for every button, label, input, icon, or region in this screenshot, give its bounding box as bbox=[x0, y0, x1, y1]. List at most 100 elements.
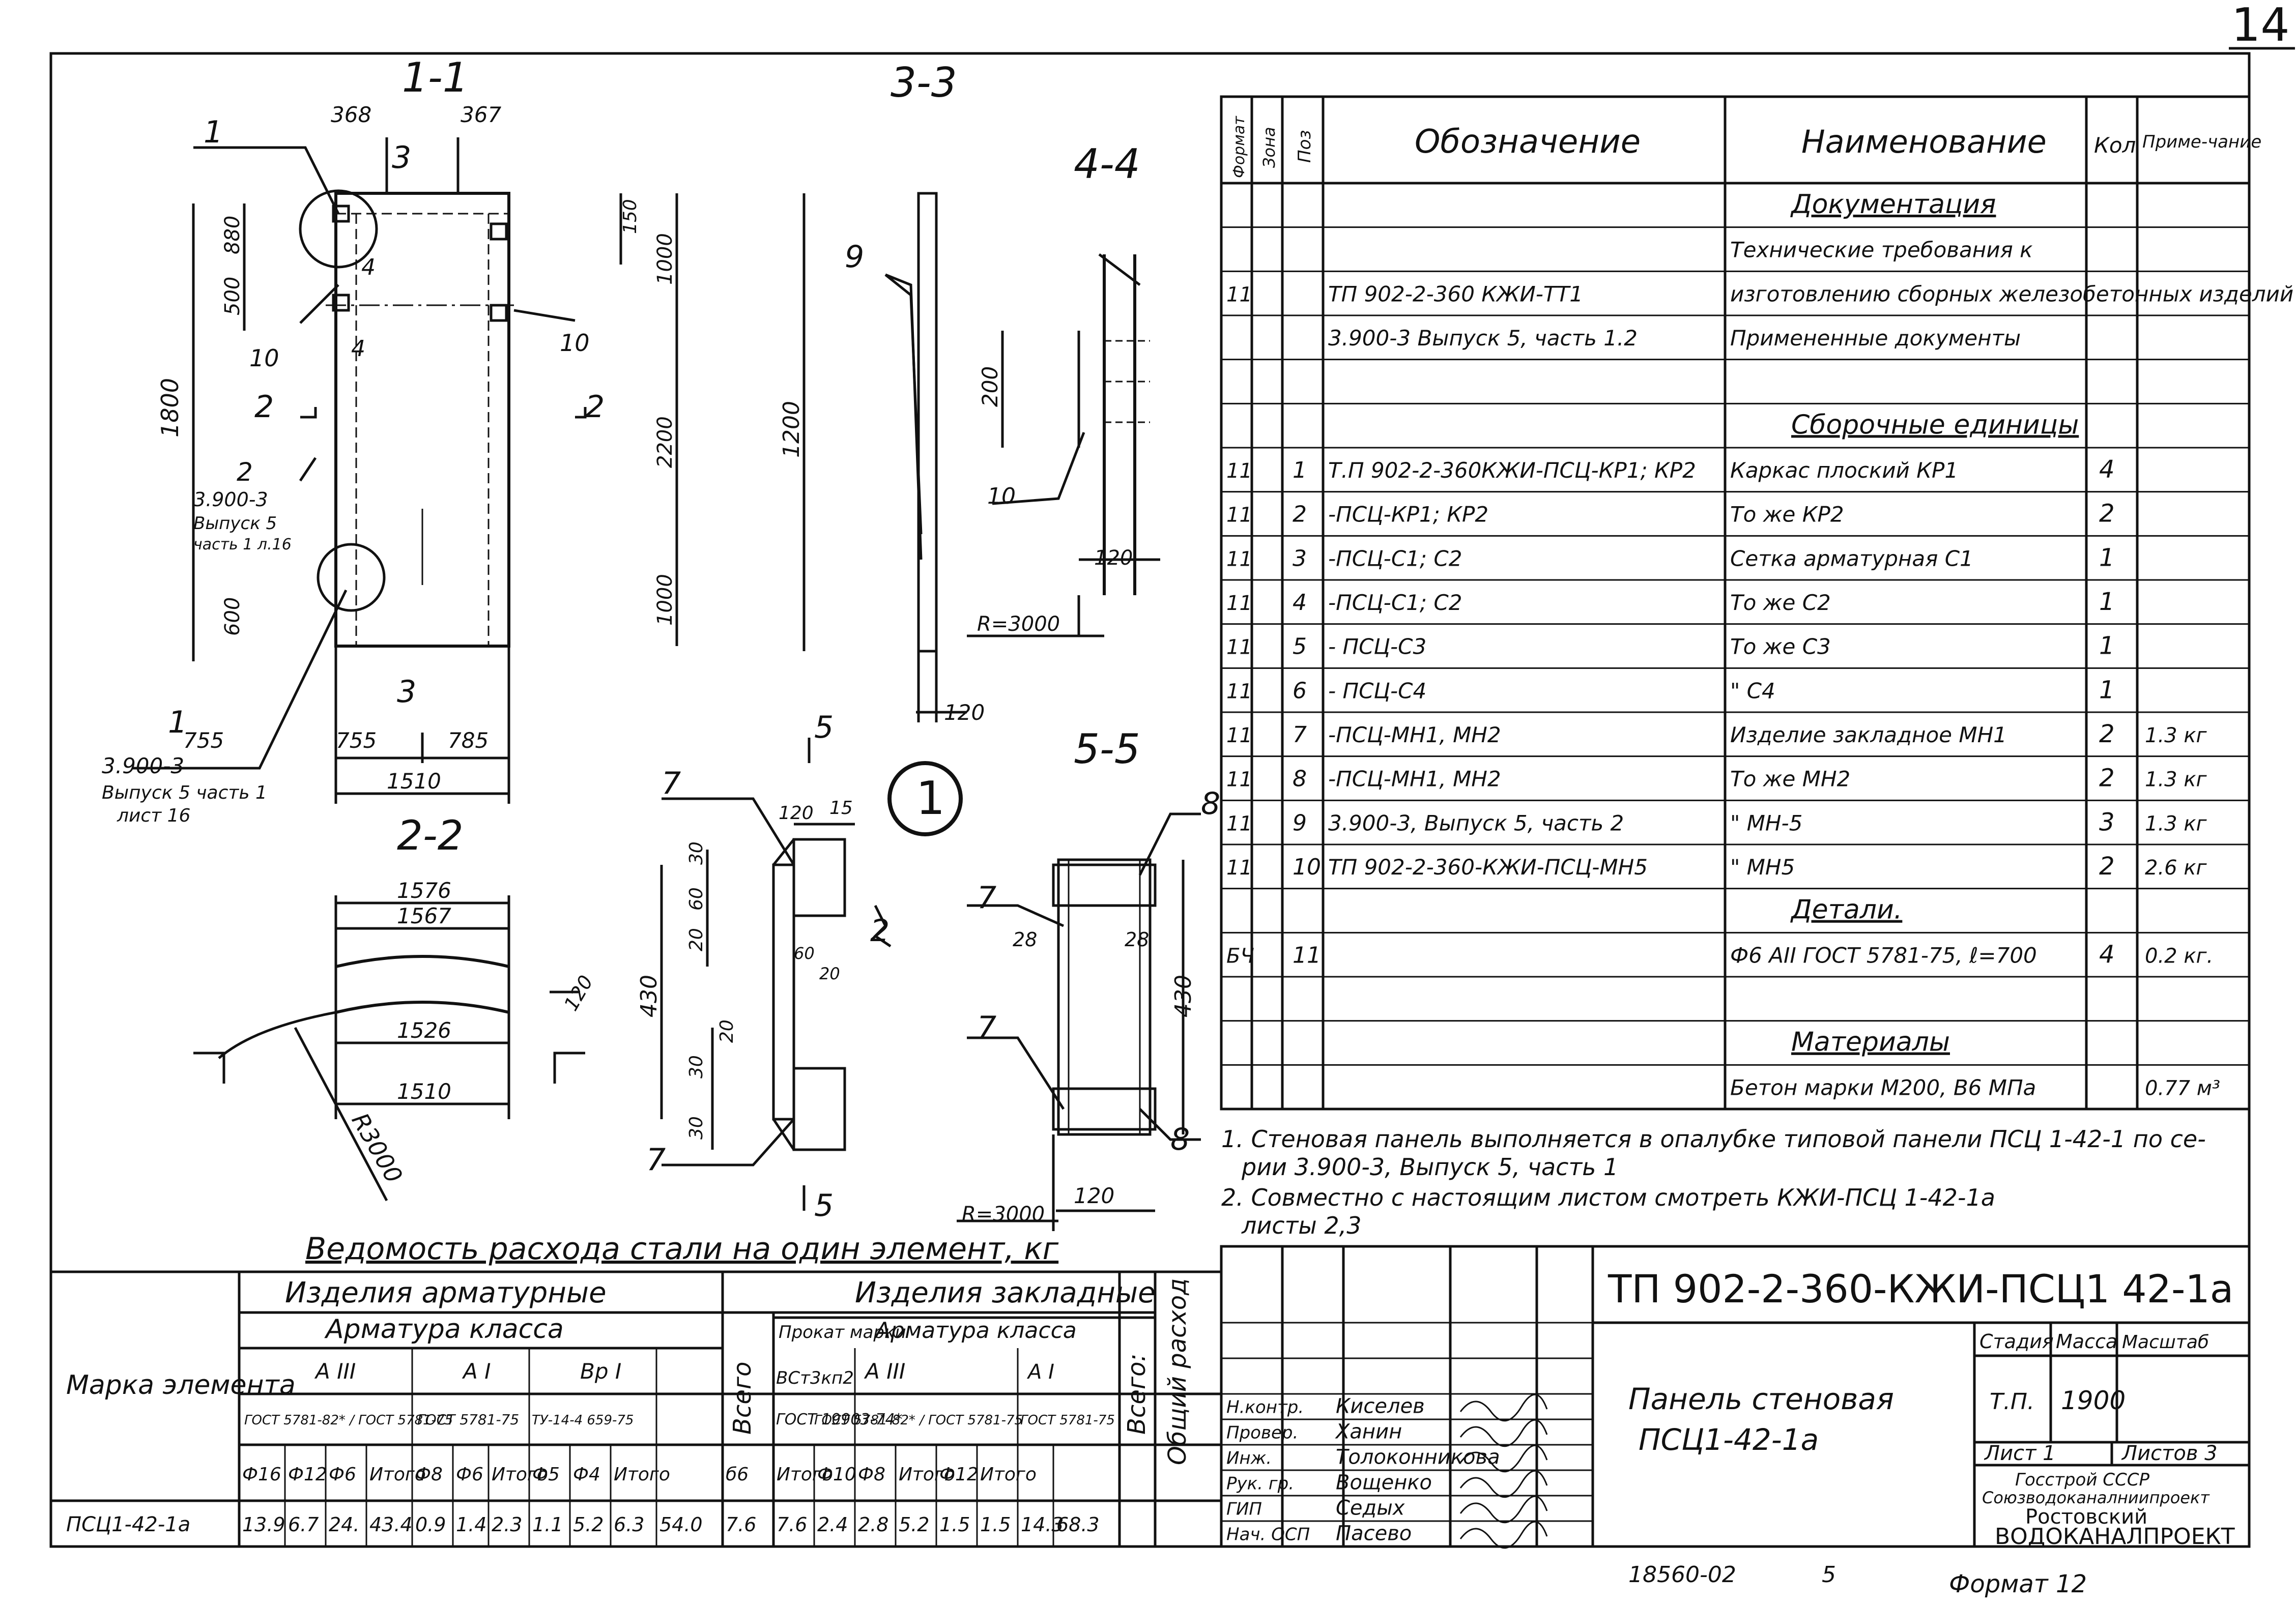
steel-diameter-header: Итого bbox=[899, 1464, 955, 1485]
spec-cell-pos: 4 bbox=[1293, 590, 1307, 616]
bottom-archive-code: 18560-02 bbox=[1628, 1562, 1736, 1588]
dim-1510: 1510 bbox=[387, 769, 441, 794]
dim-430-detail: 430 bbox=[636, 975, 662, 1017]
dim-200: 200 bbox=[978, 366, 1002, 407]
stamp-org-2: Союзводоканалниипроект bbox=[1982, 1488, 2210, 1507]
spec-cell-format: 11 bbox=[1226, 724, 1252, 747]
stamp-sheets: Листов 3 bbox=[2121, 1442, 2218, 1465]
stamp-name: Вощенко bbox=[1336, 1471, 1432, 1495]
spec-cell-name: Сборочные единицы bbox=[1791, 410, 2079, 440]
steel-value-cell: 6.3 bbox=[614, 1513, 644, 1536]
section-4-mark: 4 bbox=[351, 336, 365, 362]
dim-120-detail: 120 bbox=[779, 803, 814, 824]
pos-10-label-4-4: 10 bbox=[987, 483, 1016, 509]
steel-diameter-header: Ф8 bbox=[858, 1464, 885, 1485]
section-3-3-title: 3-3 bbox=[891, 59, 957, 106]
stamp-drawing-code: ТП 902-2-360-КЖИ-ПСЦ1 42-1а bbox=[1608, 1266, 2233, 1311]
steel-value-cell: 6.7 bbox=[288, 1513, 319, 1536]
spec-cell-name: Примененные документы bbox=[1730, 326, 2021, 351]
spec-table bbox=[1220, 95, 2251, 1111]
spec-cell-qty: 2 bbox=[2099, 720, 2115, 748]
signature-mark bbox=[1459, 1393, 1548, 1422]
spec-cell-qty: 1 bbox=[2099, 676, 2115, 704]
steel-diameter-header: Ф4 bbox=[573, 1464, 600, 1485]
dim-430-5-5: 430 bbox=[1170, 975, 1196, 1017]
steel-value-cell: 2.8 bbox=[858, 1513, 888, 1536]
steel-value-cell: 1.1 bbox=[532, 1513, 563, 1536]
note-2: 2. Совместно с настоящим листом смотреть… bbox=[1221, 1184, 1995, 1211]
spec-cell-name: Технические требования к bbox=[1730, 238, 2033, 263]
spec-cell-pos: 8 bbox=[1293, 766, 1307, 792]
dim-880: 880 bbox=[221, 216, 244, 254]
steel-gost-bpi: ТУ-14-4 659-75 bbox=[532, 1413, 634, 1428]
dim-1567: 1567 bbox=[397, 903, 451, 928]
spec-cell-pos: 6 bbox=[1293, 678, 1307, 704]
pos-10-label-left: 10 bbox=[249, 344, 279, 372]
pos-7-label-5-5-bottom: 7 bbox=[977, 1010, 996, 1045]
pos-8-label-top: 8 bbox=[1201, 786, 1220, 822]
stamp-stage-header: Стадия bbox=[1979, 1330, 2054, 1353]
dim-1200: 1200 bbox=[779, 401, 805, 458]
view-1-1 bbox=[132, 137, 678, 804]
spec-cell-format: 11 bbox=[1226, 680, 1252, 703]
dim-1000-top: 1000 bbox=[653, 233, 677, 285]
bottom-page-num: 5 bbox=[1822, 1562, 1836, 1588]
ref-1-series: 3.900-3 bbox=[102, 753, 184, 778]
dim-367: 367 bbox=[461, 102, 501, 127]
steel-class-ai: А I bbox=[462, 1359, 491, 1384]
stamp-role: Провер. bbox=[1226, 1423, 1298, 1443]
pos-2-label: 2 bbox=[237, 457, 253, 487]
stamp-title-line-2: ПСЦ1-42-1а bbox=[1639, 1422, 1819, 1457]
steel-table bbox=[49, 1270, 1223, 1548]
steel-value-cell: 5.2 bbox=[899, 1513, 929, 1536]
spec-cell-qty: 2 bbox=[2099, 764, 2115, 793]
stamp-name: Седых bbox=[1336, 1497, 1405, 1520]
pos-10-label-right: 10 bbox=[560, 329, 590, 357]
spec-cell-qty: 1 bbox=[2099, 588, 2115, 616]
spec-header-pos: Поз bbox=[1295, 130, 1315, 163]
spec-cell-name: Детали. bbox=[1790, 895, 1902, 925]
stamp-scale-header: Масштаб bbox=[2122, 1332, 2209, 1353]
spec-header-qty: Кол bbox=[2094, 133, 2136, 158]
section-3-mark-top: 3 bbox=[392, 140, 411, 176]
spec-cell-pos: 3 bbox=[1293, 545, 1307, 571]
dim-60-b: 60 bbox=[794, 944, 815, 963]
steel-diameter-header: Ф5 bbox=[532, 1464, 560, 1485]
steel-diameter-header: Ф12 bbox=[939, 1464, 979, 1485]
dim-120-2-2: 120 bbox=[560, 972, 597, 1015]
detail-1-label: 1 bbox=[916, 772, 945, 825]
stamp-title-line-1: Панель стеновая bbox=[1628, 1382, 1894, 1416]
pos-7-label-top: 7 bbox=[662, 766, 681, 801]
note-2-cont: листы 2,3 bbox=[1241, 1212, 1361, 1239]
pos-9-label: 9 bbox=[845, 239, 864, 275]
steel-class-bpi: Вр I bbox=[580, 1359, 621, 1384]
spec-cell-qty: 1 bbox=[2099, 632, 2115, 660]
stamp-sheet: Лист 1 bbox=[1984, 1442, 2056, 1465]
steel-value-cell: 24. bbox=[329, 1513, 359, 1536]
spec-cell-name: То же МН2 bbox=[1730, 767, 1850, 792]
steel-prokat-mark: ВСт3кп2 bbox=[776, 1368, 854, 1388]
spec-cell-designation: -ПСЦ-МН1, МН2 bbox=[1328, 767, 1501, 792]
section-5-mark-top: 5 bbox=[814, 710, 834, 745]
dim-30-b: 30 bbox=[686, 1055, 707, 1078]
detail-1-circle bbox=[887, 761, 963, 836]
spec-cell-designation: -ПСЦ-С1; С2 bbox=[1328, 590, 1462, 615]
steel-gost2-ai: ГОСТ 5781-75 bbox=[1020, 1413, 1115, 1428]
stamp-name: Киселев bbox=[1336, 1395, 1425, 1418]
spec-cell-pos: 11 bbox=[1293, 942, 1321, 968]
dim-60-a: 60 bbox=[686, 887, 707, 911]
spec-cell-note: 1.3 кг bbox=[2145, 724, 2207, 747]
dim-2200: 2200 bbox=[653, 416, 677, 468]
section-5-5-title: 5-5 bbox=[1074, 725, 1140, 773]
spec-cell-pos: 10 bbox=[1293, 854, 1321, 880]
steel-value-cell: 1.5 bbox=[939, 1513, 970, 1536]
dim-1000-bottom: 1000 bbox=[653, 574, 677, 626]
spec-cell-name: Сетка арматурная С1 bbox=[1730, 546, 1973, 571]
steel-value-cell: 54.0 bbox=[659, 1513, 703, 1536]
steel-value-cell: 5.2 bbox=[573, 1513, 604, 1536]
spec-cell-name: " С4 bbox=[1730, 678, 1775, 703]
spec-cell-designation: -ПСЦ-МН1, МН2 bbox=[1328, 722, 1501, 747]
spec-cell-pos: 5 bbox=[1293, 634, 1307, 660]
spec-cell-format: 11 bbox=[1226, 856, 1252, 880]
spec-cell-format: 11 bbox=[1226, 504, 1252, 527]
